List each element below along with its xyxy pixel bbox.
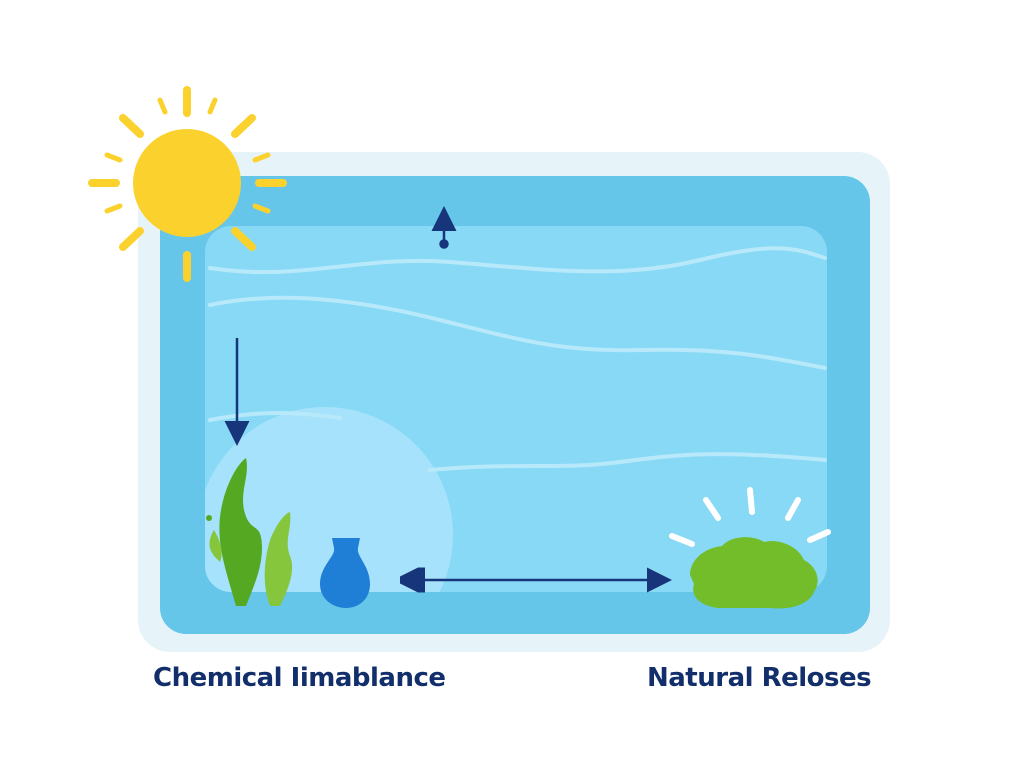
sun-icon: [88, 86, 287, 282]
wave-2: [208, 295, 827, 370]
water-shade: [205, 407, 453, 592]
seaweed-tall: [219, 458, 262, 606]
seaweed-icon: [206, 458, 293, 606]
vase-body: [320, 538, 370, 608]
seaweed-medium: [264, 512, 293, 606]
algae-clump-icon: [690, 537, 818, 609]
sun-disc: [133, 129, 241, 237]
wave-3: [428, 452, 827, 472]
seaweed-small: [209, 530, 222, 562]
wave-4: [208, 411, 342, 422]
sparkle-icon: [669, 487, 831, 547]
seaweed-dot: [206, 515, 212, 521]
label-chemical-imbalance: Chemical Iimablance: [153, 663, 446, 693]
arrow-up-origin: [439, 239, 449, 249]
sun-rays: [88, 86, 287, 282]
water-waves: [208, 246, 827, 472]
wave-1: [208, 246, 827, 275]
algae-body: [690, 537, 818, 609]
flow-arrows: [224, 206, 662, 580]
label-natural-releases: Natural Reloses: [647, 663, 872, 693]
vase-icon: [320, 538, 370, 608]
